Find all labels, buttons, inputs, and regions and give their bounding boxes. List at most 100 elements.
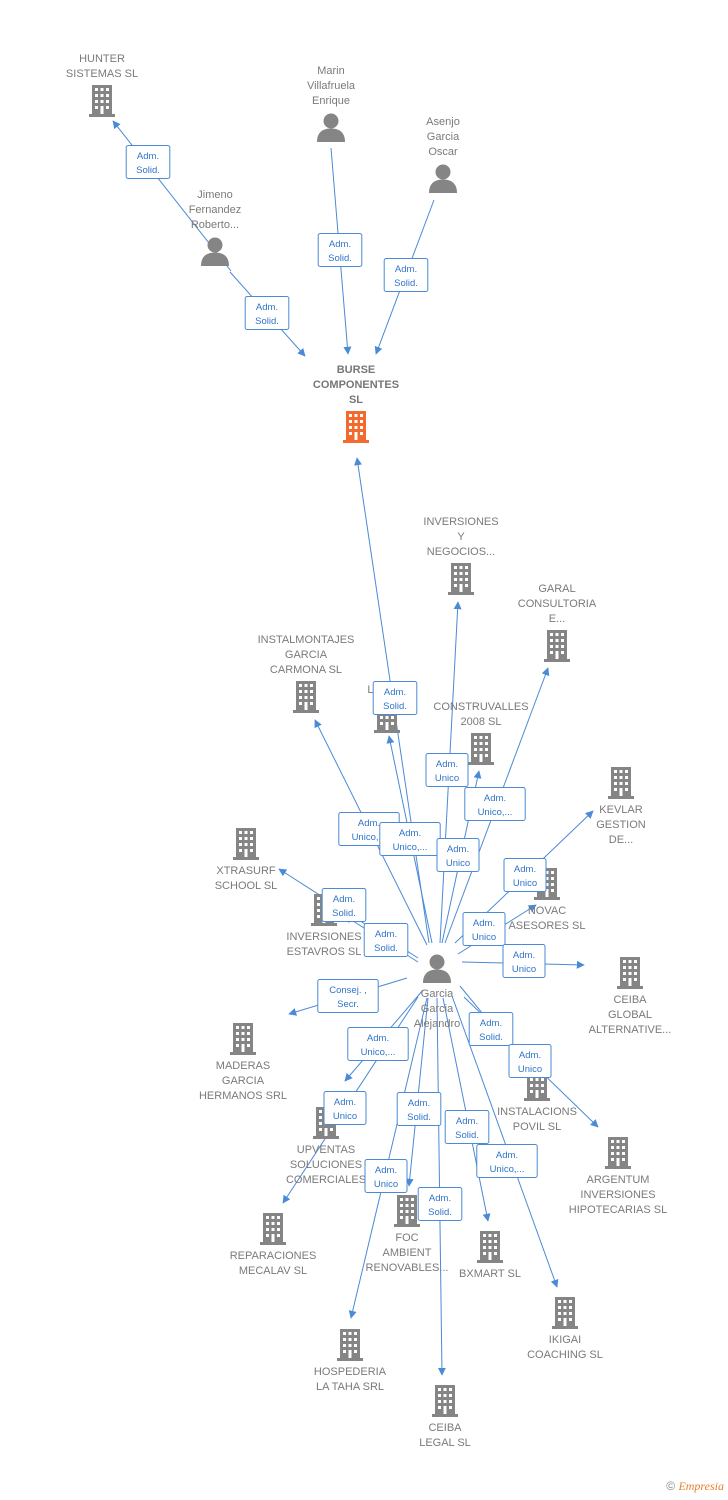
edge-label-marin-to-burse[interactable]: Adm.Solid. <box>317 233 363 267</box>
node-label: CEIBA <box>613 994 647 1006</box>
edge-label-garcia-to-argentum[interactable]: Adm.Unico <box>508 1044 552 1078</box>
node-label: Enrique <box>312 95 350 107</box>
edge-labels-layer: Adm. Solid. Adm. Solid. Adm. Solid. Adm. Solid.… <box>125 145 552 1221</box>
node-jimeno[interactable]: JimenoFernandezRoberto... <box>189 189 242 266</box>
edge-label-text: Unico <box>446 858 470 869</box>
node-label: SOLUCIONES <box>290 1159 362 1171</box>
edge-label-garcia-to-reparaciones[interactable]: Adm.Unico <box>323 1091 367 1125</box>
edge-label-text: Adm. <box>358 818 380 829</box>
node-label: CONSTRUVALLES <box>433 701 528 713</box>
node-label: E... <box>549 613 566 625</box>
node-label: Fernandez <box>189 204 242 216</box>
edge-label-garcia-to-foc[interactable]: Adm.Solid. <box>396 1092 442 1126</box>
edge-label-garcia-to-ceiba_legal[interactable]: Adm.Solid. <box>417 1187 463 1221</box>
node-label: REPARACIONES <box>230 1250 317 1262</box>
node-label: Alejandro <box>414 1018 460 1030</box>
edge-label-text: Adm. <box>333 894 355 905</box>
node-label: MADERAS <box>216 1060 270 1072</box>
node-label: LEGAL SL <box>419 1437 471 1449</box>
edge-label-text: Adm. <box>395 264 417 275</box>
edge-label-text: Solid. <box>428 1207 452 1218</box>
edge-label-garcia-to-ceiba_global[interactable]: Adm. Unico <box>502 944 546 978</box>
edge-label-text: Solid. <box>374 943 398 954</box>
edge-label-garcia-to-inversiones_negocios[interactable]: Adm.Unico <box>425 753 469 787</box>
node-label: FOC <box>395 1232 418 1244</box>
edge-label-text: Adm. <box>484 793 506 804</box>
edge-label-text: Solid. <box>479 1032 503 1043</box>
edge-label-garcia-to-kevlar[interactable]: Adm.Unico <box>503 858 547 892</box>
edge-label-garcia-to-construvalles[interactable]: Adm.Unico <box>436 838 480 872</box>
edge-label-garcia-to-ikigai[interactable]: Adm.Unico,... <box>476 1144 538 1178</box>
edge-garcia-to-bxmart <box>442 997 491 1222</box>
edge-label-jimeno-to-burse[interactable]: Adm. Solid. <box>244 296 290 330</box>
node-kevlar[interactable]: KEVLARGESTIONDE... <box>596 767 646 846</box>
node-ceiba_global[interactable]: CEIBAGLOBALALTERNATIVE... <box>589 957 672 1036</box>
edge-label-garcia-to-burse[interactable]: Adm.Solid. <box>372 681 418 715</box>
node-bxmart[interactable]: BXMART SL <box>459 1231 521 1280</box>
node-label: AMBIENT <box>383 1247 432 1259</box>
node-foc[interactable]: FOCAMBIENTRENOVABLES... <box>366 1195 449 1274</box>
node-label: BXMART SL <box>459 1268 521 1280</box>
building-icon <box>293 681 319 713</box>
edge-label-garcia-to-instalacions[interactable]: Adm.Solid. <box>468 1012 514 1046</box>
edge-label-text: Solid. <box>136 165 160 176</box>
edge-label-text: Adm. <box>256 302 278 313</box>
building-icon <box>608 767 634 799</box>
edge-label-text: Unico <box>513 878 537 889</box>
node-label: INSTALMONTAJES <box>258 634 355 646</box>
node-label: Villafruela <box>307 80 356 92</box>
edge-label-garcia-to-novac[interactable]: Adm.Unico <box>462 912 506 946</box>
edge-label-garcia-to-maderas[interactable]: Consej. ,Secr. <box>317 979 379 1013</box>
node-label: COACHING SL <box>527 1349 603 1361</box>
edge-label-garcia-to-garal[interactable]: Adm.Unico,... <box>464 787 526 821</box>
edge-label-text: Unico,... <box>352 832 387 843</box>
building-icon <box>343 411 369 443</box>
edge-label-garcia-to-hospederia[interactable]: Adm.Unico <box>364 1159 408 1193</box>
edge-label-garcia-to-upventas[interactable]: Adm.Unico,... <box>347 1027 409 1061</box>
edge-label-garcia-to-xtrasurf[interactable]: Adm.Solid. <box>321 888 367 922</box>
edge-label-jimeno-to-hunter[interactable]: Adm.Solid. <box>125 145 171 179</box>
building-icon <box>617 957 643 989</box>
edge-label-text: Solid. <box>407 1112 431 1123</box>
edge-label-asenjo-to-burse[interactable]: Adm.Solid. <box>383 258 429 292</box>
edge-label-garcia-to-liza[interactable]: Adm. Unico,... <box>379 822 441 856</box>
node-garal[interactable]: GARALCONSULTORIAE... <box>518 583 597 662</box>
building-icon <box>394 1195 420 1227</box>
edge-label-text: Adm. <box>375 1165 397 1176</box>
node-label: GLOBAL <box>608 1009 652 1021</box>
node-label: HERMANOS SRL <box>199 1090 287 1102</box>
edge-label-text: Adm. <box>496 1150 518 1161</box>
edge-label-garcia-to-bxmart[interactable]: Adm.Solid. <box>444 1110 490 1144</box>
edge-label-text: Unico,... <box>393 842 428 853</box>
edge-label-text: Adm. <box>399 828 421 839</box>
edge-label-text: Solid. <box>255 316 279 327</box>
edge-label-text: Unico <box>512 964 536 975</box>
edge-label-garcia-to-estavros[interactable]: Adm.Solid. <box>363 923 409 957</box>
brand-logo[interactable]: Empresia <box>678 1479 724 1493</box>
person-icon <box>201 237 229 266</box>
edge-label-text: Adm. <box>513 950 535 961</box>
edge-label-text: Adm. <box>367 1033 389 1044</box>
node-inversiones_negocios[interactable]: INVERSIONESYNEGOCIOS... <box>423 516 499 595</box>
edge-label-text: Adm. <box>334 1097 356 1108</box>
edge-label-text: Secr. <box>337 999 359 1010</box>
